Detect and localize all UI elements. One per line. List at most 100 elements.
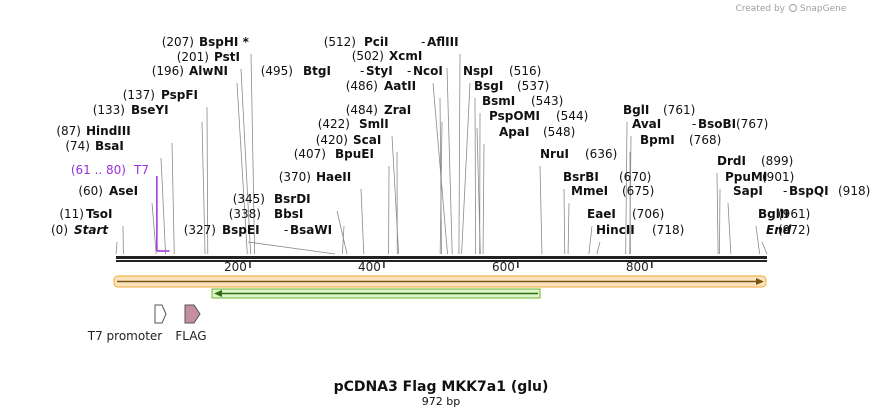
snapgene-logo-icon: [789, 4, 797, 12]
site-position: (718): [652, 223, 684, 237]
restriction-site[interactable]: (420)ScaI: [316, 133, 382, 147]
restriction-site[interactable]: (338)BbsI: [229, 207, 304, 221]
restriction-site[interactable]: (767)AvaI-BsoBI: [632, 117, 768, 131]
site-line: [247, 241, 336, 255]
restriction-site[interactable]: (512)PciI-AflIII: [324, 35, 459, 49]
restriction-site[interactable]: (495)BtgI-StyI-NcoI: [261, 64, 443, 78]
site-position: (207): [162, 35, 194, 49]
enzyme-name: BsrBI: [563, 170, 599, 184]
site-line: [160, 157, 166, 255]
restriction-site[interactable]: (484)ZraI: [346, 103, 411, 117]
restriction-site[interactable]: (537)BsgI: [474, 79, 549, 93]
start-label: Start: [74, 223, 109, 237]
enzyme-name: BsoBI: [698, 117, 736, 131]
restriction-site[interactable]: (516)NspI: [463, 64, 541, 78]
enzyme-name: BsrDI: [274, 192, 311, 206]
restriction-site[interactable]: (196)AlwNI: [152, 64, 228, 78]
site-position: (512): [324, 35, 356, 49]
name-separator: -: [783, 184, 787, 198]
brand-name: SnapGene: [800, 4, 847, 14]
site-position: (422): [318, 117, 350, 131]
enzyme-name: BglII: [758, 207, 789, 221]
enzyme-name: BpuEI: [335, 147, 374, 161]
site-line: [341, 225, 345, 255]
restriction-site[interactable]: (718) HincII: [596, 223, 684, 237]
site-line: [201, 121, 206, 255]
restriction-site[interactable]: (137)PspFI: [123, 88, 198, 102]
restriction-site[interactable]: (636)NruI: [540, 147, 617, 161]
restriction-site[interactable]: (543)BsmI: [482, 94, 563, 108]
site-position: (961): [778, 207, 810, 221]
site-line: [250, 53, 256, 255]
flag-feature[interactable]: FLAG: [175, 304, 207, 343]
restriction-site[interactable]: (133)BseYI: [93, 103, 169, 117]
site-line: [171, 142, 175, 255]
site-position: (918): [838, 184, 870, 198]
site-line: [563, 188, 566, 255]
enzyme-name: StyI: [366, 64, 393, 78]
site-line: [446, 67, 453, 255]
restriction-site[interactable]: (74)BsaI: [65, 139, 124, 153]
enzyme-name: ScaI: [353, 133, 381, 147]
site-position: (0): [51, 223, 68, 237]
restriction-site[interactable]: (670) BsrBI: [563, 170, 651, 184]
site-line: [458, 53, 461, 255]
restriction-site[interactable]: (11)TsoI: [59, 207, 112, 221]
site-position: (675): [622, 184, 654, 198]
restriction-site[interactable]: (502)XcmI: [352, 49, 423, 63]
t7-promoter-feature[interactable]: T7 promoter: [87, 304, 167, 343]
backbone: [116, 256, 767, 262]
enzyme-name: PciI: [364, 35, 389, 49]
site-position: (60): [78, 184, 103, 198]
restriction-site[interactable]: (675)MmeI: [571, 184, 654, 198]
restriction-site[interactable]: (901)PpuMI: [725, 170, 794, 184]
enzyme-name: HincII: [596, 223, 635, 237]
site-line: [336, 210, 348, 255]
name-separator: -: [360, 64, 364, 78]
restriction-site[interactable]: (486)AatII: [346, 79, 416, 93]
restriction-site[interactable]: (0) Start: [51, 223, 109, 237]
enzyme-name: HaeII: [316, 170, 351, 184]
site-position: (636): [585, 147, 617, 161]
enzyme-name: BtgI: [303, 64, 331, 78]
axis-tick-label: 600: [492, 260, 515, 274]
site-line: [482, 143, 485, 255]
axis-tick-label: 800: [626, 260, 649, 274]
enzyme-name: PspOMI: [489, 109, 540, 123]
restriction-site[interactable]: (327)BspEI-BsaWI: [184, 223, 332, 237]
site-position: (74): [65, 139, 90, 153]
site-position: (670): [619, 170, 651, 184]
restriction-site[interactable]: (706)EaeI: [587, 207, 664, 221]
restriction-site[interactable]: (345)BsrDI: [233, 192, 311, 206]
restriction-site[interactable]: (761)BglI: [623, 103, 695, 117]
restriction-site[interactable]: (961)BglII: [758, 207, 810, 221]
restriction-site[interactable]: (207)BspHI *: [162, 35, 250, 49]
site-position: (486): [346, 79, 378, 93]
restriction-site[interactable]: (768)BpmI: [640, 133, 721, 147]
restriction-site[interactable]: (544)PspOMI: [489, 109, 588, 123]
site-lines: [115, 53, 768, 255]
site-line: [391, 135, 400, 255]
enzyme-name: XcmI: [389, 49, 422, 63]
site-line: [476, 127, 481, 255]
primer-position: (61 .. 80): [71, 163, 126, 177]
restriction-site[interactable]: (918)SapI-BspQI: [733, 184, 870, 198]
end-label: End: [766, 223, 792, 237]
name-separator: -: [692, 117, 696, 131]
restriction-site[interactable]: (899)DrdI: [717, 154, 793, 168]
site-line: [206, 106, 209, 255]
restriction-site[interactable]: (87)HindIII: [56, 124, 130, 138]
t7-primer[interactable]: (61 .. 80) T7: [71, 163, 170, 252]
restriction-site[interactable]: (370)HaeII: [279, 170, 352, 184]
site-line: [151, 202, 157, 255]
restriction-site[interactable]: (972)End: [766, 223, 810, 237]
site-position: (327): [184, 223, 216, 237]
restriction-site[interactable]: (201)PstI: [177, 50, 240, 64]
restriction-site[interactable]: (422)SmlI: [318, 117, 389, 131]
restriction-site[interactable]: (548)ApaI: [499, 125, 575, 139]
site-position: (548): [543, 125, 575, 139]
restriction-site[interactable]: (60)AseI: [78, 184, 138, 198]
restriction-site[interactable]: (407)BpuEI: [294, 147, 374, 161]
enzyme-name: BseYI: [131, 103, 169, 117]
site-line: [719, 188, 721, 255]
